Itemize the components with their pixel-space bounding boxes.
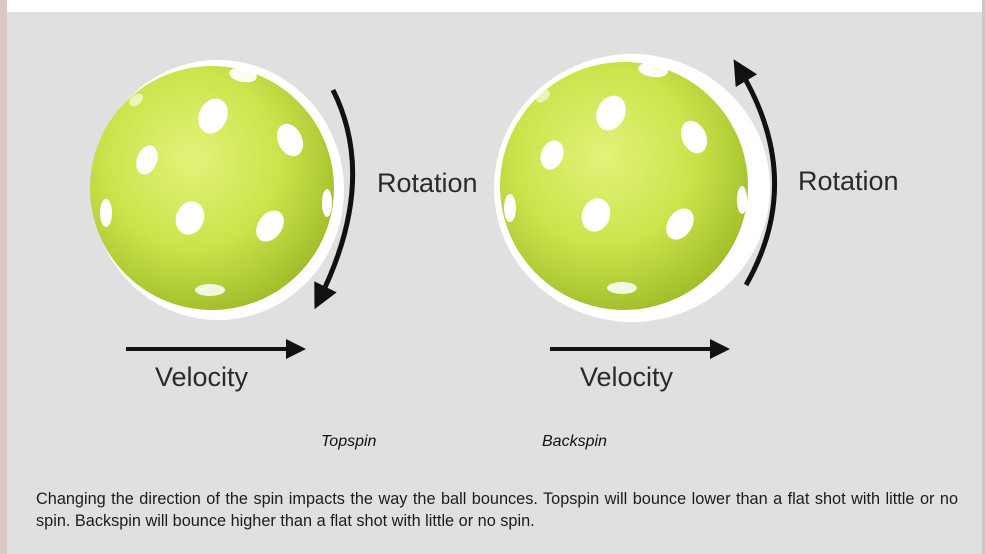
topspin-velocity-label: Velocity: [155, 362, 249, 392]
top-border: [0, 0, 985, 12]
caption-backspin: Backspin: [542, 433, 607, 450]
backspin-diagram: Rotation Velocity: [494, 54, 899, 392]
backspin-rotation-label: Rotation: [798, 166, 899, 196]
backspin-velocity-label: Velocity: [580, 362, 674, 392]
description-text: Changing the direction of the spin impac…: [36, 490, 958, 530]
caption-topspin: Topspin: [321, 433, 377, 450]
topspin-diagram: Rotation Velocity: [90, 60, 478, 392]
right-border: [982, 0, 985, 554]
topspin-ball: [90, 66, 334, 310]
left-border: [0, 0, 7, 554]
topspin-rotation-arrow: [314, 88, 356, 310]
backspin-ball: [500, 62, 748, 310]
topspin-rotation-label: Rotation: [377, 168, 478, 198]
spin-diagram: Rotation Velocity: [90, 54, 899, 392]
backspin-rotation-arrow: [733, 59, 777, 287]
